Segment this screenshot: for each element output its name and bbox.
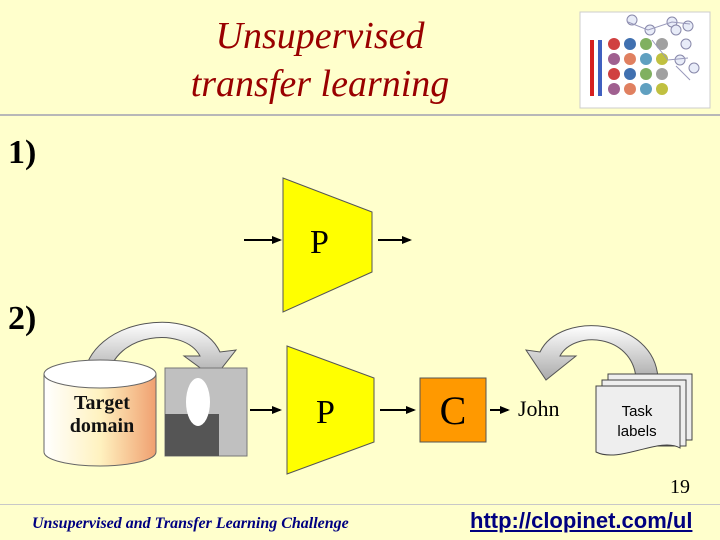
task-labels-stack (595, 373, 693, 456)
thumbnail-dot (640, 83, 652, 95)
prediction-label: John (518, 396, 560, 421)
thumbnail-dot (608, 38, 620, 50)
thumbnail-dot (656, 68, 668, 80)
title-line-2: transfer learning (190, 63, 450, 105)
thumbnail-dot (608, 53, 620, 65)
preprocessor-label-2: P (316, 394, 335, 431)
network-thumbnail (579, 11, 711, 109)
thumbnail-dot (640, 38, 652, 50)
footer-challenge-name: Unsupervised and Transfer Learning Chall… (32, 515, 349, 532)
target-domain-cylinder (43, 359, 157, 467)
thumbnail-dot (624, 83, 636, 95)
classifier-box (419, 377, 510, 443)
thumbnail-dot (640, 68, 652, 80)
footer-divider (0, 504, 720, 505)
task-labels-line1: Task (621, 403, 653, 420)
step-2-label: 2) (8, 300, 37, 337)
thumbnail-node (674, 54, 686, 66)
thumbnail-node (670, 24, 682, 36)
thumbnail-node (682, 20, 694, 32)
task-labels-line2: labels (617, 423, 657, 440)
thumbnail-dot (656, 38, 668, 50)
preprocessor-label-1: P (310, 224, 329, 261)
footer-url-link[interactable]: http://clopinet.com/ul (470, 508, 693, 533)
slide-title: Unsupervised transfer learning (120, 12, 520, 108)
thumbnail-dot (656, 83, 668, 95)
thumbnail-dot (656, 53, 668, 65)
curved-arrow-left (83, 321, 238, 379)
title-divider (0, 114, 720, 116)
step-1-label: 1) (8, 134, 37, 171)
step2-preprocessor (250, 345, 416, 475)
thumbnail-dot (624, 53, 636, 65)
thumbnail-node (688, 62, 700, 74)
target-domain-label-line2: domain (69, 415, 135, 437)
target-domain-label-line1: Target (74, 392, 130, 414)
step1-preprocessor (244, 177, 412, 313)
thumbnail-node (644, 24, 656, 36)
thumbnail-dot (608, 83, 620, 95)
face-image (164, 367, 248, 457)
task-labels-text: Task labels (604, 402, 670, 442)
thumbnail-dot (608, 68, 620, 80)
title-line-1: Unsupervised (215, 15, 425, 57)
classifier-label: C (439, 388, 467, 433)
target-domain-label: Target domain (44, 392, 160, 438)
curved-arrow-right (524, 325, 659, 381)
page-number: 19 (670, 476, 690, 498)
thumbnail-dot (640, 53, 652, 65)
thumbnail-dot (624, 68, 636, 80)
thumbnail-node (680, 38, 692, 50)
thumbnail-dot (624, 38, 636, 50)
